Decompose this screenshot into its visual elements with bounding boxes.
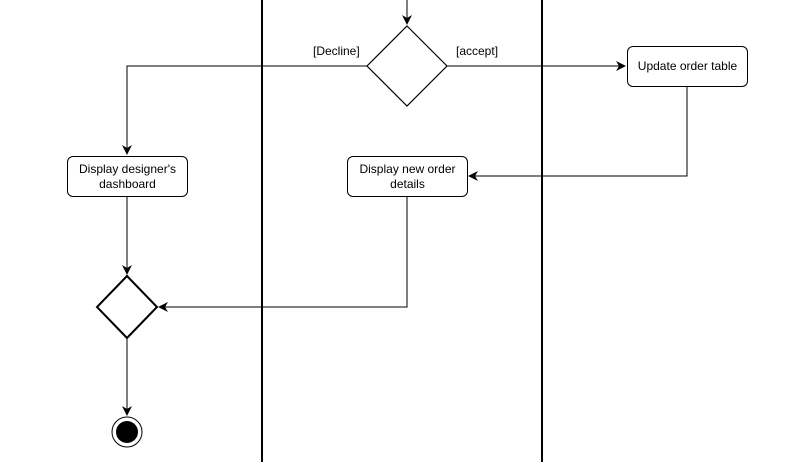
guard-accept-label: [accept]	[456, 44, 499, 58]
decision-node-top	[366, 25, 448, 107]
flow-details-to-merge	[158, 196, 408, 312]
guard-decline-label: [Decline]	[313, 44, 360, 58]
action-display-designers-dashboard: Display designer's dashboard	[67, 156, 188, 197]
final-node-inner	[116, 421, 138, 443]
flow-update-to-details	[468, 86, 688, 181]
action-update-order-table: Update order table	[627, 46, 748, 87]
merge-node	[95, 274, 159, 340]
action-display-designers-dashboard-label: Display designer's dashboard	[78, 161, 176, 191]
action-display-new-order-details-label: Display new order details	[359, 161, 456, 191]
action-display-new-order-details: Display new order details	[347, 156, 468, 197]
flow-decline	[122, 65, 367, 155]
action-update-order-table-label: Update order table	[637, 59, 738, 73]
